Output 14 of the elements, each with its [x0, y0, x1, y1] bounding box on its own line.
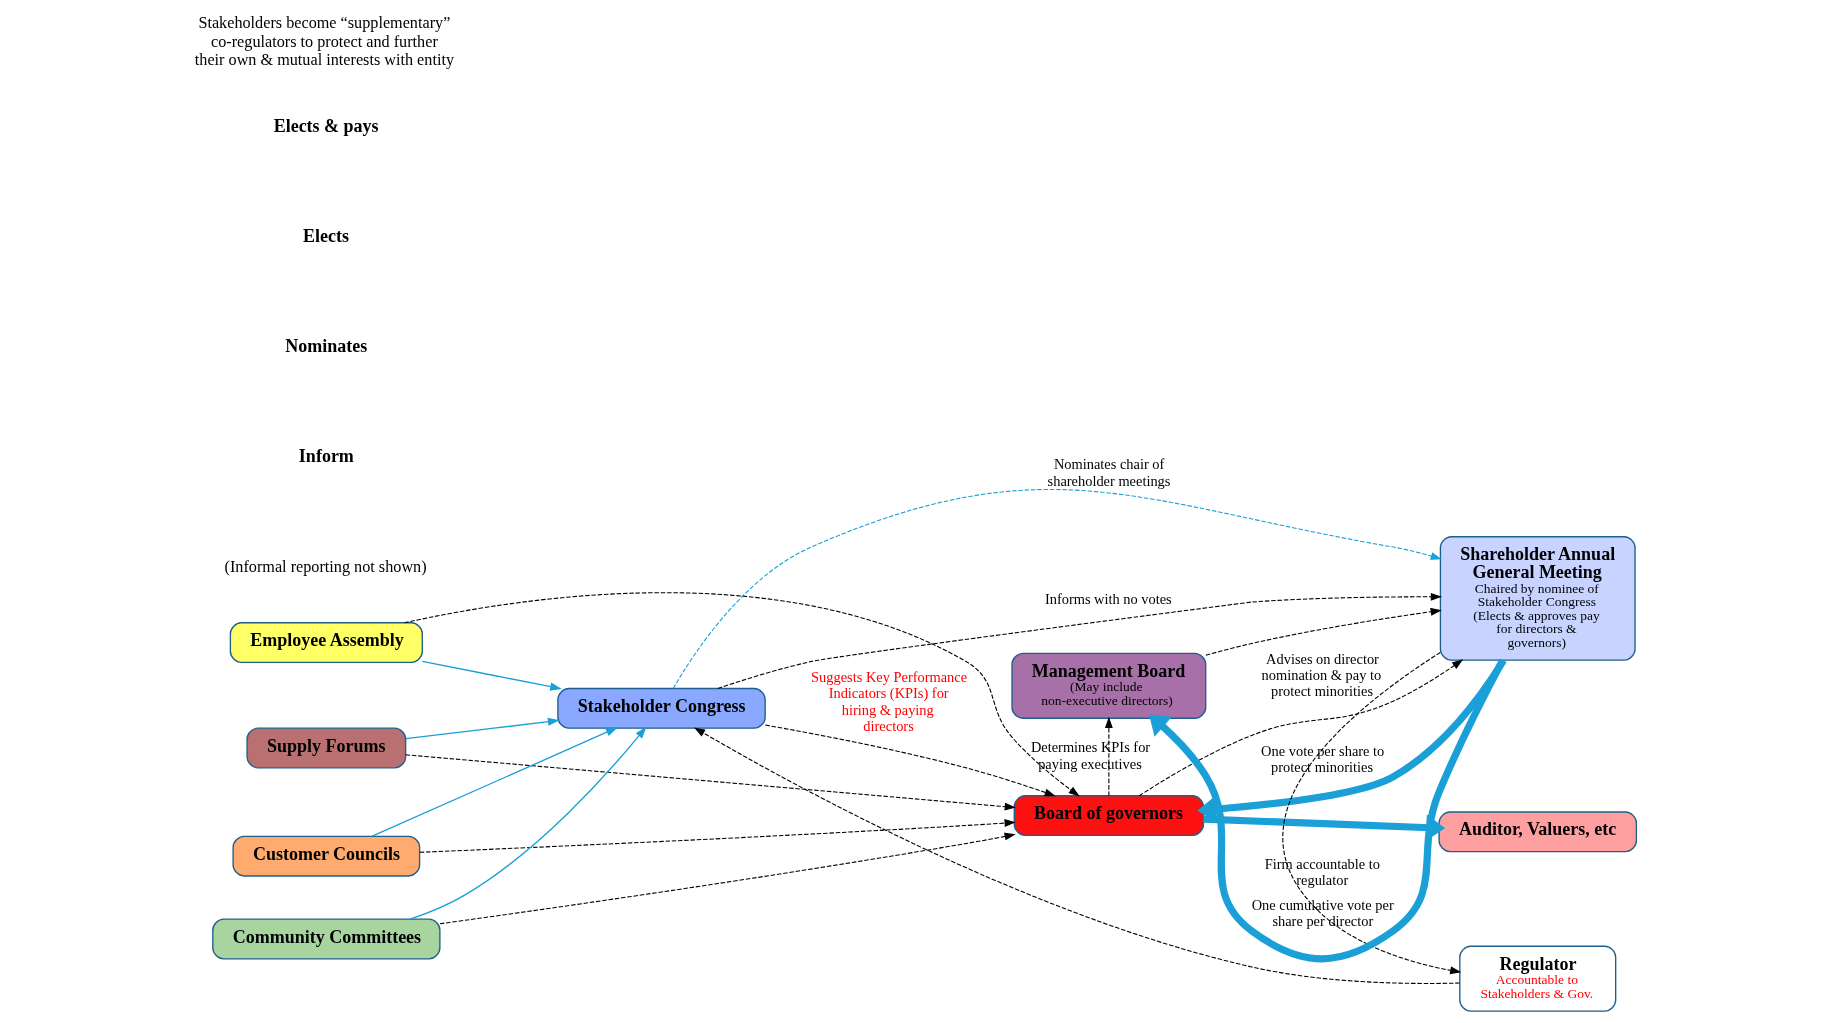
label: Stakeholders become “supplementary” co-regulators to protect and further their own & mutual interests with entity	[194, 14, 454, 69]
edge-label: Firm accountable to regulator	[1264, 855, 1380, 888]
legend-label: Elects & pays	[273, 115, 379, 136]
edge-label: Advises on director nomination & pay to protect minorities	[1261, 651, 1381, 700]
edge-label: Informs with no votes	[1044, 590, 1172, 607]
edge-label: Determines KPIs for paying executives	[1030, 739, 1150, 772]
edge-label: One cumulative vote per share per director	[1251, 897, 1394, 930]
edge-label: Suggests Key Performance Indicators (KPIs) for hiring & paying directors	[810, 669, 967, 734]
legend-label: Nominates	[284, 335, 367, 356]
legend-label: Elects	[302, 225, 349, 246]
edge-label: Nominates chair of shareholder meetings	[1047, 456, 1170, 489]
edge-label: One vote per share to protect minorities	[1260, 742, 1384, 776]
label: (Informal reporting not shown)	[224, 557, 427, 576]
legend-label: Inform	[298, 445, 354, 466]
